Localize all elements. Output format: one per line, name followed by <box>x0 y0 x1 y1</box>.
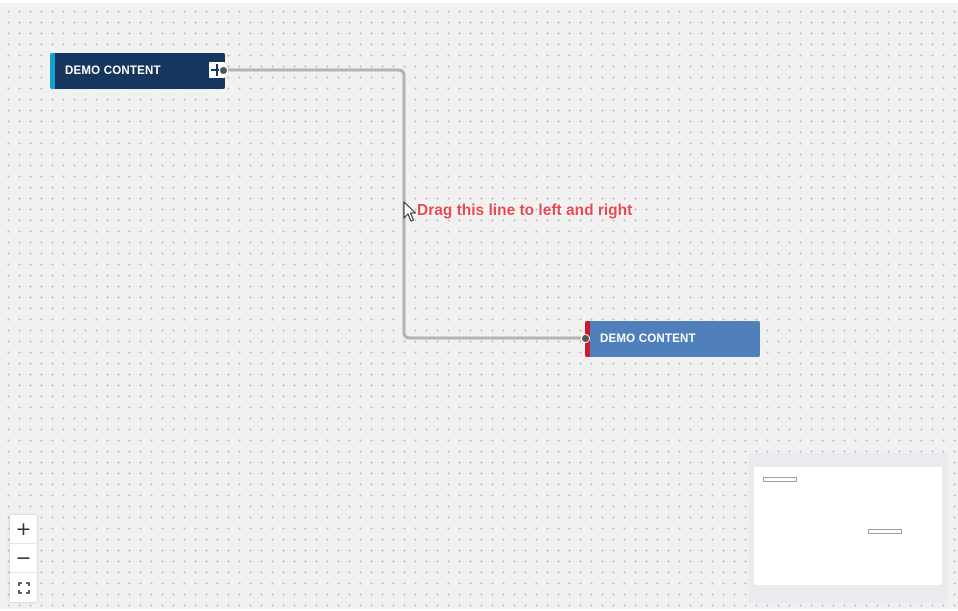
zoom-in-button[interactable]: + <box>10 515 37 544</box>
plus-icon: + <box>15 517 32 540</box>
input-port-handle[interactable] <box>581 334 590 343</box>
minimap-node <box>763 477 797 482</box>
drag-hint-label: Drag this line to left and right <box>417 202 633 219</box>
fit-view-button[interactable] <box>10 573 37 602</box>
minimap-viewport[interactable] <box>754 467 942 585</box>
zoom-out-button[interactable]: − <box>10 544 37 573</box>
mouse-cursor-icon <box>403 201 417 222</box>
zoom-controls: + − <box>10 515 37 602</box>
fit-view-icon <box>17 581 30 594</box>
minimap-node <box>868 529 902 534</box>
demo-content-node-target[interactable]: DEMO CONTENT <box>585 321 760 357</box>
demo-content-node-source[interactable]: DEMO CONTENT <box>50 53 225 89</box>
node-label: DEMO CONTENT <box>65 65 161 77</box>
node-label: DEMO CONTENT <box>600 333 696 345</box>
output-port-handle[interactable] <box>219 66 228 75</box>
flow-canvas[interactable]: DEMO CONTENT DEMO CONTENT Drag this line… <box>0 3 958 609</box>
minus-icon: − <box>15 546 32 569</box>
minimap[interactable] <box>748 453 948 603</box>
